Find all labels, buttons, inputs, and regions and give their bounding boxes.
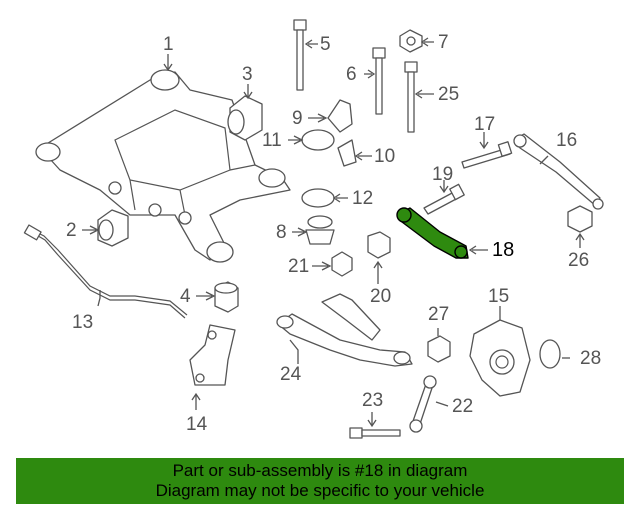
control-arm-part-16 [513, 133, 604, 210]
ring-part-28 [539, 339, 561, 369]
callout-9: 9 [292, 108, 303, 129]
callout-2: 2 [66, 220, 77, 241]
nut-part-7 [399, 29, 423, 53]
callout-3: 3 [242, 64, 253, 85]
bracket-part-10 [337, 139, 357, 167]
subframe-part [35, 69, 291, 263]
callout-11: 11 [262, 130, 282, 151]
callout-19: 19 [432, 164, 453, 185]
callout-23: 23 [362, 390, 383, 411]
callout-12: 12 [352, 188, 373, 209]
callout-27: 27 [428, 304, 449, 325]
bolt-part-6 [372, 47, 386, 115]
bushing-part-4 [214, 281, 239, 313]
callout-4: 4 [180, 286, 191, 307]
bracket-part-9 [327, 99, 353, 133]
bracket-part-14 [189, 324, 236, 386]
ring-part-11 [301, 129, 335, 151]
leader-lines [82, 37, 585, 428]
callout-14: 14 [186, 414, 208, 435]
callout-7: 7 [438, 32, 449, 53]
callout-21: 21 [288, 256, 309, 277]
callout-22: 22 [452, 396, 473, 417]
bolt-part-23 [349, 427, 401, 439]
control-arm-part-18 [396, 207, 469, 259]
callout-17: 17 [474, 114, 495, 135]
callout-18: 18 [492, 239, 514, 261]
callout-8: 8 [276, 222, 287, 243]
bushing-part-27 [427, 335, 451, 363]
callout-1: 1 [163, 34, 174, 55]
parts-diagram: 1 2 3 4 5 6 7 8 9 10 11 12 13 14 15 16 1… [23, 19, 604, 439]
bolt-part-17 [461, 141, 513, 169]
callout-24: 24 [280, 364, 302, 385]
knuckle-part-15 [469, 319, 531, 397]
bushing-part-2 [97, 209, 129, 247]
link-part-22 [409, 375, 437, 433]
mount-part-8 [305, 215, 335, 245]
nut-part-26 [567, 205, 593, 233]
callout-25: 25 [438, 84, 459, 105]
callout-26: 26 [568, 250, 589, 271]
control-arm-part-24 [276, 293, 413, 367]
bolt-part-5 [293, 19, 307, 91]
bushing-part-20 [367, 231, 391, 259]
callout-13: 13 [72, 312, 93, 333]
banner-line-part-number: Part or sub-assembly is #18 in diagram [172, 461, 468, 480]
callout-28: 28 [580, 348, 601, 369]
callout-6: 6 [346, 64, 357, 85]
callout-5: 5 [320, 34, 331, 55]
nut-part-21 [331, 251, 353, 277]
callout-16: 16 [556, 130, 577, 151]
banner-line-disclaimer: Diagram may not be specific to your vehi… [155, 481, 485, 500]
callout-10: 10 [374, 146, 395, 167]
washer-part-12 [301, 188, 335, 208]
bolt-part-19 [423, 183, 465, 215]
bolt-part-25 [404, 61, 418, 133]
bushing-part-3 [227, 95, 263, 141]
callout-20: 20 [370, 286, 391, 307]
callout-15: 15 [488, 286, 509, 307]
info-banner: Part or sub-assembly is #18 in diagram D… [16, 458, 624, 504]
